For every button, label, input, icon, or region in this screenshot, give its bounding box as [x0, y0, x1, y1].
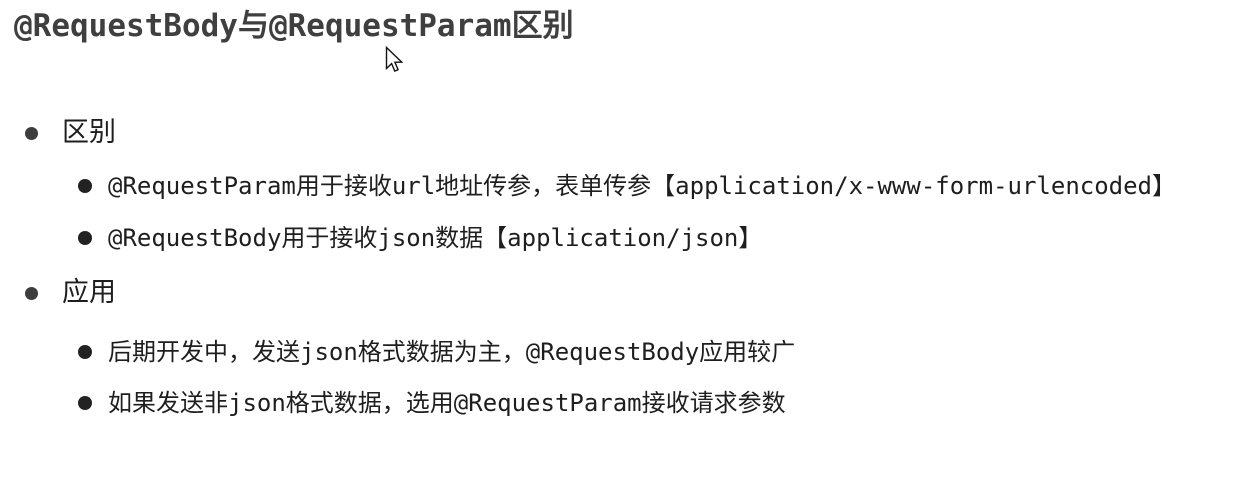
- list-item-label: 后期开发中，发送json格式数据为主，@RequestBody应用较广: [108, 338, 796, 366]
- list-item-label: @RequestBody用于接收json数据【application/json】: [108, 224, 763, 252]
- bullet-icon: [78, 396, 92, 410]
- list-item-label: 区别: [62, 117, 116, 148]
- list-item: 后期开发中，发送json格式数据为主，@RequestBody应用较广: [78, 336, 795, 368]
- list-item-label: @RequestParam用于接收url地址传参，表单传参【applicatio…: [108, 172, 1177, 200]
- bullet-icon: [78, 231, 92, 245]
- list-item: 区别: [25, 116, 116, 150]
- bullet-icon: [78, 345, 92, 359]
- list-item: 如果发送非json格式数据，选用@RequestParam接收请求参数: [78, 387, 786, 419]
- bullet-icon: [25, 286, 38, 300]
- list-item: @RequestBody用于接收json数据【application/json】: [78, 222, 762, 254]
- bullet-icon: [25, 126, 38, 140]
- list-item-label: 应用: [62, 277, 116, 308]
- list-item-label: 如果发送非json格式数据，选用@RequestParam接收请求参数: [108, 389, 786, 417]
- page-title: @RequestBody与@RequestParam区别: [14, 8, 574, 44]
- mouse-cursor-icon: [385, 46, 404, 73]
- list-item: @RequestParam用于接收url地址传参，表单传参【applicatio…: [78, 170, 1176, 202]
- bullet-icon: [78, 179, 92, 193]
- list-item: 应用: [25, 276, 116, 310]
